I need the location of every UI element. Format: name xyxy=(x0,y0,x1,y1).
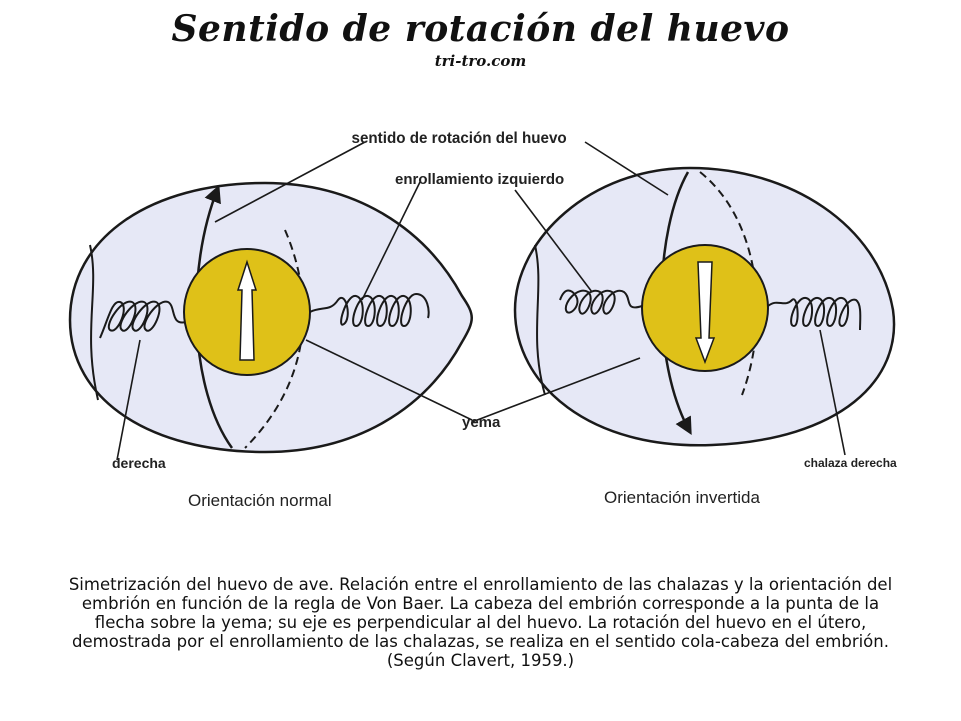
label-normal-orientation: Orientación normal xyxy=(188,491,332,510)
label-right: derecha xyxy=(112,455,166,471)
caption-line: Simetrización del huevo de ave. Relación… xyxy=(68,575,893,594)
caption-line: demostrada por el enrollamiento de las c… xyxy=(72,632,889,651)
egg-normal-air-cell-line xyxy=(89,244,99,401)
egg-normal-left-chalaza xyxy=(99,300,187,339)
diagram-title: Sentido de rotación del huevo xyxy=(171,8,790,50)
label-inverted-orientation: Orientación invertida xyxy=(604,488,760,507)
egg-inverted-air-cell-line xyxy=(534,244,546,396)
label-rotation-direction: sentido de rotación del huevo xyxy=(352,130,567,147)
egg-normal-dashed-meridian xyxy=(244,229,305,449)
label-left-coiling: enrollamiento izquierdo xyxy=(395,171,564,188)
embryo-arrow-down-icon xyxy=(694,261,716,365)
label-right-chalaza: chalaza derecha xyxy=(804,456,897,470)
diagram-subtitle: tri-tro.com xyxy=(434,52,527,70)
egg-inverted-left-chalaza xyxy=(559,289,643,315)
caption-line: flecha sobre la yema; su eje es perpendi… xyxy=(94,613,867,632)
egg-rotation-diagram: sentido de rotación del huevo enrollamie… xyxy=(68,130,897,510)
embryo-arrow-up-icon xyxy=(236,259,258,361)
caption-line: embrión en función de la regla de Von Ba… xyxy=(81,594,880,613)
egg-normal-right-chalaza xyxy=(309,292,430,328)
egg-normal xyxy=(68,181,473,454)
label-yolk: yema xyxy=(462,414,501,431)
figure-caption: Simetrización del huevo de ave. Relación… xyxy=(20,575,941,670)
egg-inverted-right-chalaza xyxy=(767,297,862,331)
caption-source: (Según Clavert, 1959.) xyxy=(386,651,575,670)
egg-inverted xyxy=(513,166,896,447)
leader-lines xyxy=(116,141,846,461)
